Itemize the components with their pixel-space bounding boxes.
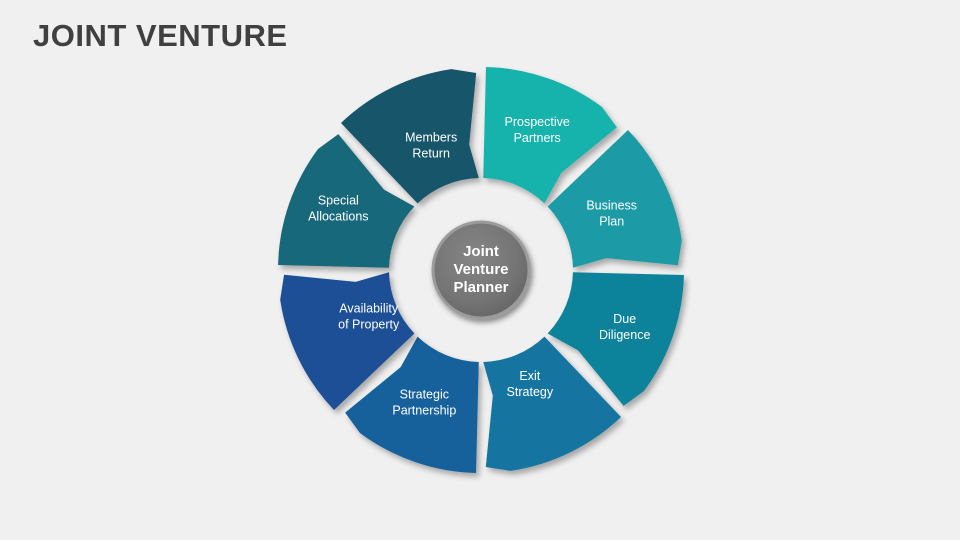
segment-shape-exit-strategy[interactable] bbox=[483, 336, 621, 471]
segment-shape-strategic-partnership[interactable] bbox=[345, 336, 479, 473]
hub-circle[interactable] bbox=[431, 220, 531, 320]
segment-shape-prospective-partners[interactable] bbox=[483, 67, 617, 204]
segment-shape-business-plan[interactable] bbox=[547, 130, 682, 268]
segment-shape-members-return[interactable] bbox=[341, 69, 479, 204]
page-title: JOINT VENTURE bbox=[33, 18, 288, 53]
segment-shape-special-allocations[interactable] bbox=[278, 134, 415, 268]
segment-shape-due-diligence[interactable] bbox=[547, 272, 684, 406]
segment-shape-availability-of-property[interactable] bbox=[280, 272, 415, 410]
